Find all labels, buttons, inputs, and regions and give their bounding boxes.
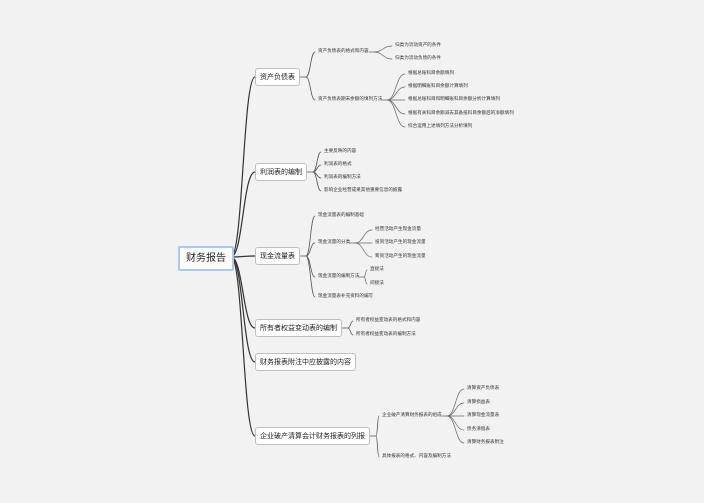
leaf-node-1-2-4[interactable]: 根据有关科目余额减去其备抵科目余额后的净额填列: [408, 111, 514, 116]
topic-node-2-1[interactable]: 主要反映的内容: [324, 149, 357, 154]
leaf-link-6-1-4: [446, 415, 465, 431]
root-link-1: [230, 76, 256, 258]
topic-node-3-2[interactable]: 现金流量的分类: [318, 240, 351, 245]
topic-link-4-2: [347, 327, 354, 336]
branch-node-1[interactable]: 资产负债表: [255, 68, 300, 86]
leaf-link-1-2-1: [386, 73, 406, 101]
leaf-node-3-2-2[interactable]: 投资活动产生的现金流量: [375, 240, 426, 245]
root-link-2: [230, 171, 256, 258]
root-node[interactable]: 财务报告: [178, 246, 234, 271]
topic-node-3-3[interactable]: 现金流量的编制方法: [318, 274, 360, 279]
topic-node-6-2[interactable]: 具体报表的格式、内容及编制方法: [382, 454, 451, 459]
topic-node-1-1[interactable]: 资产负债表的格式和内容: [318, 49, 369, 54]
topic-node-3-4[interactable]: 现金流量表补充资料的编写: [318, 294, 374, 299]
leaf-node-3-3-1[interactable]: 直接法: [370, 267, 384, 272]
leaf-link-1-2-4: [386, 99, 406, 115]
leaf-node-1-1-1[interactable]: 归类为流动资产的条件: [395, 43, 441, 48]
leaf-node-3-2-3[interactable]: 筹资活动产生的现金流量: [375, 254, 426, 259]
leaf-node-1-2-2[interactable]: 根据明细账科目余额计算填列: [408, 84, 468, 89]
topic-link-6-2: [375, 435, 380, 458]
topic-link-3-1: [305, 215, 316, 257]
topic-link-3-4: [305, 255, 316, 298]
topic-link-4-1: [347, 320, 354, 329]
leaf-link-1-2-5: [386, 99, 406, 128]
topic-link-2-4: [312, 171, 322, 192]
topic-node-2-2[interactable]: 利润表的格式: [324, 162, 352, 167]
branch-node-5[interactable]: 财务报表附注中应披露的内容: [255, 353, 356, 371]
topic-node-2-4[interactable]: 影响企业经营成果其他重要信息的披露: [324, 188, 403, 193]
leaf-node-1-2-5[interactable]: 综合运用上述填列方法分析填列: [408, 124, 473, 129]
leaf-node-1-2-1[interactable]: 根据总账科目余额填列: [408, 71, 454, 76]
leaf-link-3-3-2: [363, 276, 368, 285]
branch-node-2[interactable]: 利润表的编制: [255, 163, 307, 181]
leaf-node-6-1-1[interactable]: 清算资产负债表: [467, 386, 500, 391]
topic-node-4-1[interactable]: 所有者权益变动表的格式和内容: [356, 318, 421, 323]
branch-node-6[interactable]: 企业破产清算会计财务报表的列报: [255, 427, 370, 445]
topic-link-1-1: [305, 51, 316, 78]
root-link-3: [230, 255, 256, 258]
leaf-node-1-2-3[interactable]: 根据总账科目和明细账科目余额分析计算填列: [408, 97, 500, 102]
leaf-link-3-2-1: [354, 229, 373, 244]
topic-node-6-1[interactable]: 企业破产清算财务报表的组成: [382, 413, 442, 418]
leaf-link-1-1-2: [373, 51, 393, 60]
leaf-link-6-1-1: [446, 388, 465, 417]
leaf-node-6-1-5[interactable]: 清算财务报表附注: [467, 440, 504, 445]
leaf-link-1-1-1: [373, 45, 393, 53]
leaf-link-1-2-2: [386, 86, 406, 101]
leaf-node-6-1-2[interactable]: 清算损益表: [467, 400, 490, 405]
topic-node-2-3[interactable]: 利润表的编制方法: [324, 175, 361, 180]
topic-node-3-1[interactable]: 现金流量表的编制基础: [318, 213, 364, 218]
branch-node-4[interactable]: 所有者权益变动表的编制: [255, 319, 342, 337]
topic-link-6-1: [375, 415, 380, 437]
topic-node-1-2[interactable]: 资产负债表期末余额的填列方法: [318, 97, 383, 102]
leaf-node-3-3-2[interactable]: 间接法: [370, 281, 384, 286]
root-link-4: [230, 256, 256, 329]
branch-node-3[interactable]: 现金流量表: [255, 247, 300, 265]
leaf-link-3-2-3: [354, 242, 373, 258]
root-link-5: [230, 256, 256, 363]
leaf-node-1-1-2[interactable]: 归类为流动负债的条件: [395, 56, 441, 61]
leaf-link-3-3-1: [363, 269, 368, 278]
leaf-link-6-1-5: [446, 415, 465, 444]
leaf-node-6-1-4[interactable]: 债务清偿表: [467, 427, 490, 432]
leaf-node-3-2-1[interactable]: 经营活动产生现金流量: [375, 227, 421, 232]
leaf-link-6-1-2: [446, 402, 465, 417]
topic-link-3-2: [305, 242, 316, 257]
topic-link-1-2: [305, 76, 316, 101]
leaf-node-6-1-3[interactable]: 清算现金流量表: [467, 413, 500, 418]
root-link-6: [230, 256, 256, 437]
topic-node-4-2[interactable]: 所有者权益变动表的编制方法: [356, 332, 416, 337]
